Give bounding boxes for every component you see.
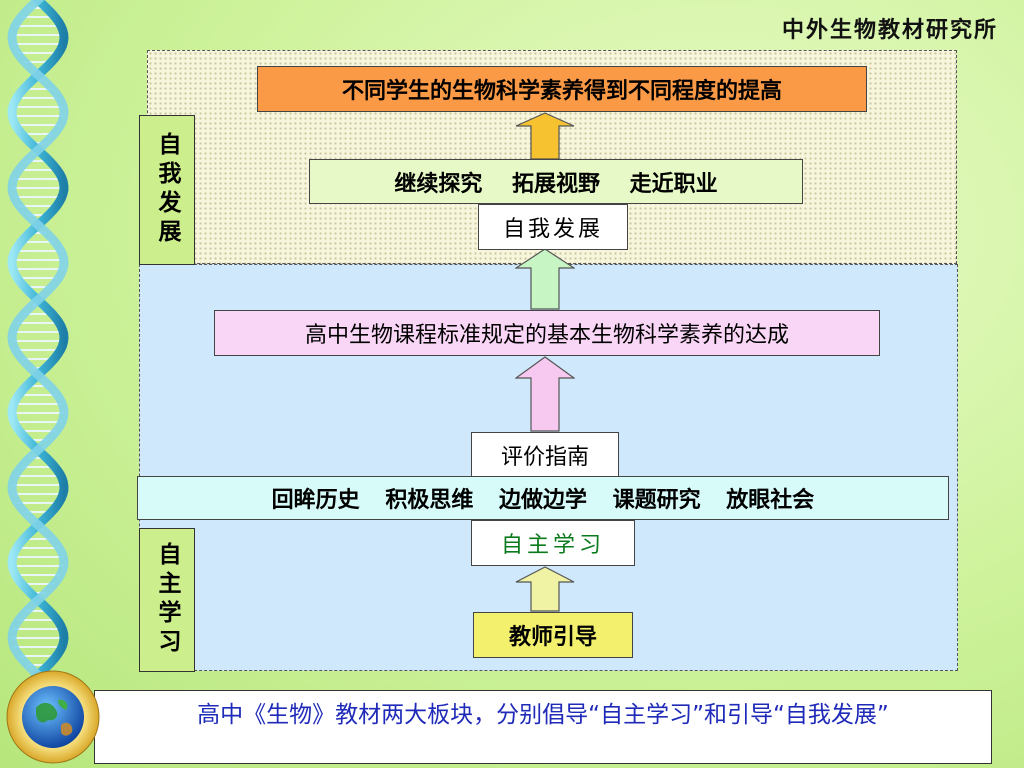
standards-box: 高中生物课程标准规定的基本生物科学素养的达成	[214, 310, 880, 356]
dna-helix-icon	[7, 0, 69, 680]
side-label-text: 自我发展	[154, 132, 180, 248]
up-arrow-icon	[515, 248, 575, 310]
goal-box: 不同学生的生物科学素养得到不同程度的提高	[257, 66, 867, 112]
expansion-box: 继续探究 拓展视野 走近职业	[309, 159, 803, 204]
self-study-tag: 自主学习	[471, 520, 635, 566]
teacher-guidance-box: 教师引导	[473, 612, 633, 658]
self-study-side-label: 自主学习	[139, 528, 195, 672]
evaluation-guide-box: 评价指南	[471, 432, 619, 478]
self-development-tag: 自我发展	[478, 204, 628, 250]
self-development-side-label: 自我发展	[139, 115, 195, 265]
up-arrow-icon	[515, 566, 575, 612]
header-org: 中外生物教材研究所	[781, 18, 998, 43]
globe-logo-icon	[6, 670, 100, 764]
activities-box: 回眸历史 积极思维 边做边学 课题研究 放眼社会	[137, 476, 949, 520]
side-label-text: 自主学习	[154, 542, 180, 658]
up-arrow-icon	[515, 356, 575, 432]
up-arrow-icon	[515, 112, 575, 160]
caption-text: 高中《生物》教材两大板块，分别倡导“自主学习”和引导“自我发展”	[197, 702, 889, 728]
caption-box: 高中《生物》教材两大板块，分别倡导“自主学习”和引导“自我发展”	[94, 690, 992, 764]
